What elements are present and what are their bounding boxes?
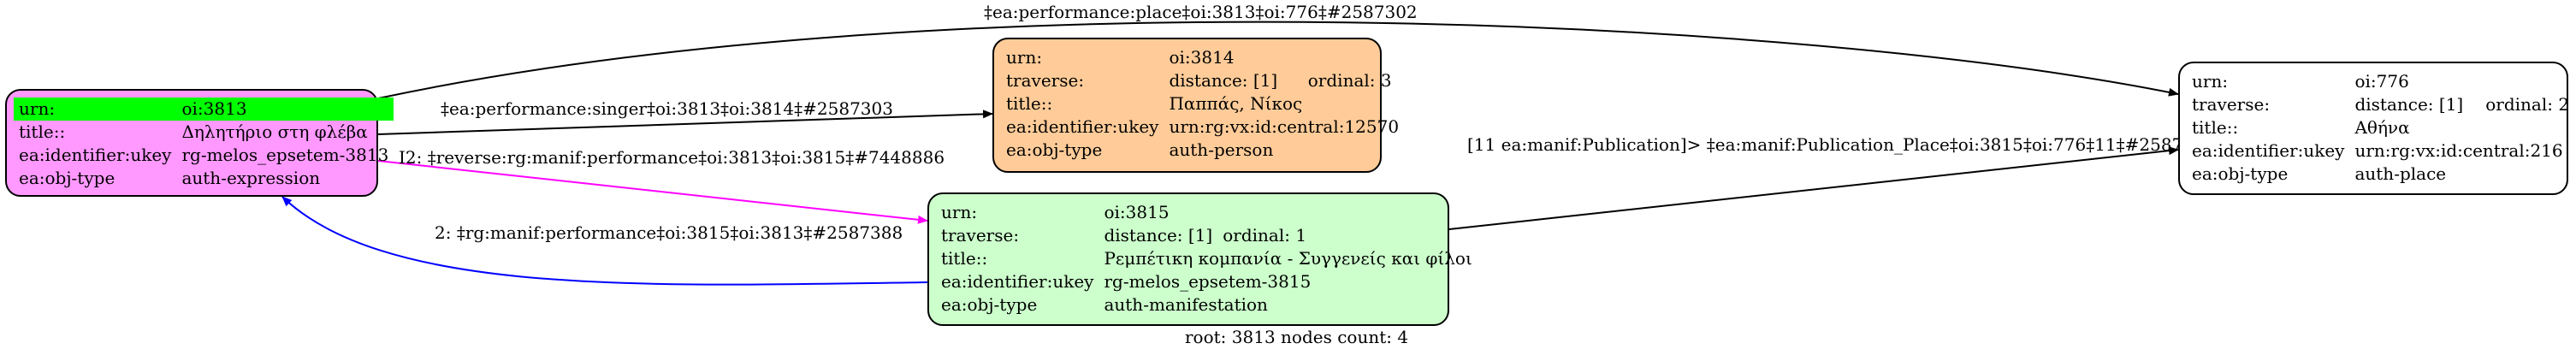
edge-publication-place: [1448, 146, 2179, 230]
type-row: ea:obj-type auth-expression: [14, 167, 394, 190]
traverse-label: traverse:: [1006, 70, 1085, 91]
title-row: title:: Παππάς, Νίκος: [1001, 92, 1404, 115]
urn-label: urn:: [14, 98, 177, 121]
edge-performance-singer: [377, 109, 993, 135]
urn-value: oi:776: [2354, 71, 2409, 92]
title-row: title:: Ρεμπέτικη κομπανία - Συγγενείς κ…: [936, 247, 1477, 270]
type-value: auth-expression: [181, 168, 321, 188]
identifier-label: ea:identifier:ukey: [941, 271, 1094, 292]
type-value: auth-person: [1169, 139, 1274, 160]
identifier-value: urn:rg:vx:id:central:12570: [1169, 116, 1400, 137]
edge-label-performance-singer: ‡ea:performance:singer‡oi:3813‡oi:3814‡#…: [441, 98, 893, 119]
identifier-value: urn:rg:vx:id:central:216: [2354, 140, 2563, 161]
type-label: ea:obj-type: [1006, 139, 1103, 160]
traverse-ordinal: ordinal: 1: [1223, 225, 1307, 246]
title-value: Δηλητήριο στη φλέβα: [181, 121, 368, 142]
title-label: title::: [1006, 93, 1053, 114]
edge-label-manif-performance: 2: ‡rg:manif:performance‡oi:3815‡oi:3813…: [435, 222, 903, 243]
urn-row: urn: oi:3815: [936, 201, 1477, 224]
title-label: title::: [2192, 117, 2239, 138]
identifier-row: ea:identifier:ukey urn:rg:vx:id:central:…: [1001, 115, 1404, 139]
title-label: title::: [19, 121, 66, 142]
title-value: Αθήνα: [2354, 117, 2410, 138]
type-value: auth-place: [2354, 163, 2447, 184]
edge-manif-performance: [281, 196, 928, 286]
identifier-label: ea:identifier:ukey: [19, 145, 172, 165]
traverse-distance: distance: [1]: [2354, 94, 2464, 115]
urn-value: oi:3813: [176, 98, 394, 121]
node-place[interactable]: urn: oi:776 traverse: distance: [1] ordi…: [2178, 62, 2569, 195]
traverse-distance: distance: [1]: [1169, 70, 1278, 91]
urn-label: urn:: [2192, 71, 2229, 92]
identifier-row: ea:identifier:ukey urn:rg:vx:id:central:…: [2187, 139, 2574, 163]
node-person[interactable]: urn: oi:3814 traverse: distance: [1] ord…: [992, 38, 1399, 173]
title-label: title::: [941, 248, 988, 269]
type-row: ea:obj-type auth-place: [2187, 163, 2574, 186]
edge-performance-place: [377, 21, 2179, 99]
identifier-value: rg-melos_epsetem-3815: [1104, 271, 1312, 292]
node-manifestation[interactable]: urn: oi:3815 traverse: distance: [1] ord…: [927, 192, 1472, 326]
type-value: auth-manifestation: [1104, 294, 1268, 315]
urn-row: urn: oi:3813: [14, 98, 394, 121]
urn-value: oi:3814: [1169, 47, 1235, 68]
type-label: ea:obj-type: [941, 294, 1038, 315]
edge-label-publication-place: [11 ea:manif:Publication]> ‡ea:manif:Pub…: [1467, 134, 2216, 155]
traverse-distance: distance: [1]: [1104, 225, 1213, 246]
type-row: ea:obj-type auth-manifestation: [936, 293, 1477, 317]
urn-value: oi:3815: [1104, 202, 1170, 222]
urn-row: urn: oi:776: [2187, 70, 2574, 93]
traverse-row: traverse: distance: [1] ordinal: 3: [1001, 69, 1404, 92]
identifier-row: ea:identifier:ukey rg-melos_epsetem-3815: [936, 270, 1477, 293]
title-value: Ρεμπέτικη κομπανία - Συγγενείς και φίλοι: [1104, 248, 1472, 269]
type-label: ea:obj-type: [2192, 163, 2289, 184]
title-row: title:: Αθήνα: [2187, 116, 2574, 139]
traverse-row: traverse: distance: [1] ordinal: 2: [2187, 93, 2574, 116]
traverse-ordinal: ordinal: 3: [1307, 70, 1392, 91]
edge-reverse-manif-performance: [377, 160, 928, 224]
identifier-label: ea:identifier:ukey: [2192, 140, 2345, 161]
urn-label: urn:: [1006, 47, 1043, 68]
identifier-value: rg-melos_epsetem-3813: [181, 145, 389, 165]
type-label: ea:obj-type: [19, 168, 115, 188]
identifier-label: ea:identifier:ukey: [1006, 116, 1159, 137]
identifier-row: ea:identifier:ukey rg-melos_epsetem-3813: [14, 144, 394, 167]
type-row: ea:obj-type auth-person: [1001, 139, 1404, 162]
traverse-row: traverse: distance: [1] ordinal: 1: [936, 224, 1477, 247]
title-row: title:: Δηλητήριο στη φλέβα: [14, 121, 394, 144]
node-expression[interactable]: urn: oi:3813 title:: Δηλητήριο στη φλέβα…: [5, 89, 394, 197]
traverse-ordinal: ordinal: 2: [2485, 94, 2570, 115]
urn-label: urn:: [941, 202, 978, 222]
urn-row: urn: oi:3814: [1001, 46, 1404, 69]
edge-label-reverse-manif: I2: ‡reverse:rg:manif:performance‡oi:381…: [399, 147, 945, 168]
traverse-label: traverse:: [2192, 94, 2271, 115]
graph-footer: root: 3813 nodes count: 4: [1185, 327, 1409, 347]
title-value: Παππάς, Νίκος: [1169, 93, 1303, 114]
edge-label-performance-place: ‡ea:performance:place‡oi:3813‡oi:776‡#25…: [984, 2, 1418, 22]
traverse-label: traverse:: [941, 225, 1020, 246]
